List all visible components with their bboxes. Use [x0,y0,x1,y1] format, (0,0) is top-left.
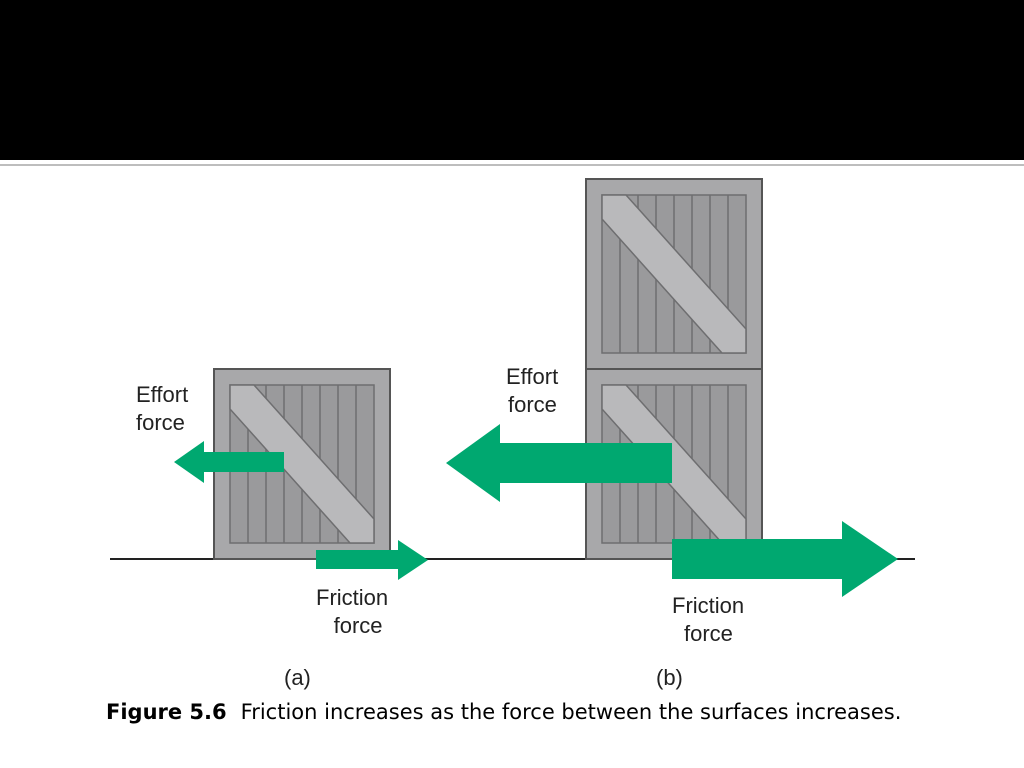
friction-arrow-a [316,540,428,580]
figure-caption: Figure 5.6 Friction increases as the forc… [106,700,901,724]
friction-arrow-b [672,521,898,597]
effort-arrow-a [174,441,284,483]
figure-number: Figure 5.6 [106,700,227,724]
panel-label-b: (b) [656,665,683,690]
title-divider [0,164,1024,166]
slide-title-bar [0,0,1024,160]
effort-label-b: Effort force [506,364,559,417]
panel-label-a: (a) [284,665,311,690]
effort-arrow-b [446,424,672,502]
effort-label-a: Effort force [136,382,189,435]
friction-label-a: Friction force [316,585,389,638]
crate-b-top [585,178,763,370]
caption-text: Friction increases as the force between … [240,700,902,724]
friction-label-b: Friction force [672,593,745,646]
